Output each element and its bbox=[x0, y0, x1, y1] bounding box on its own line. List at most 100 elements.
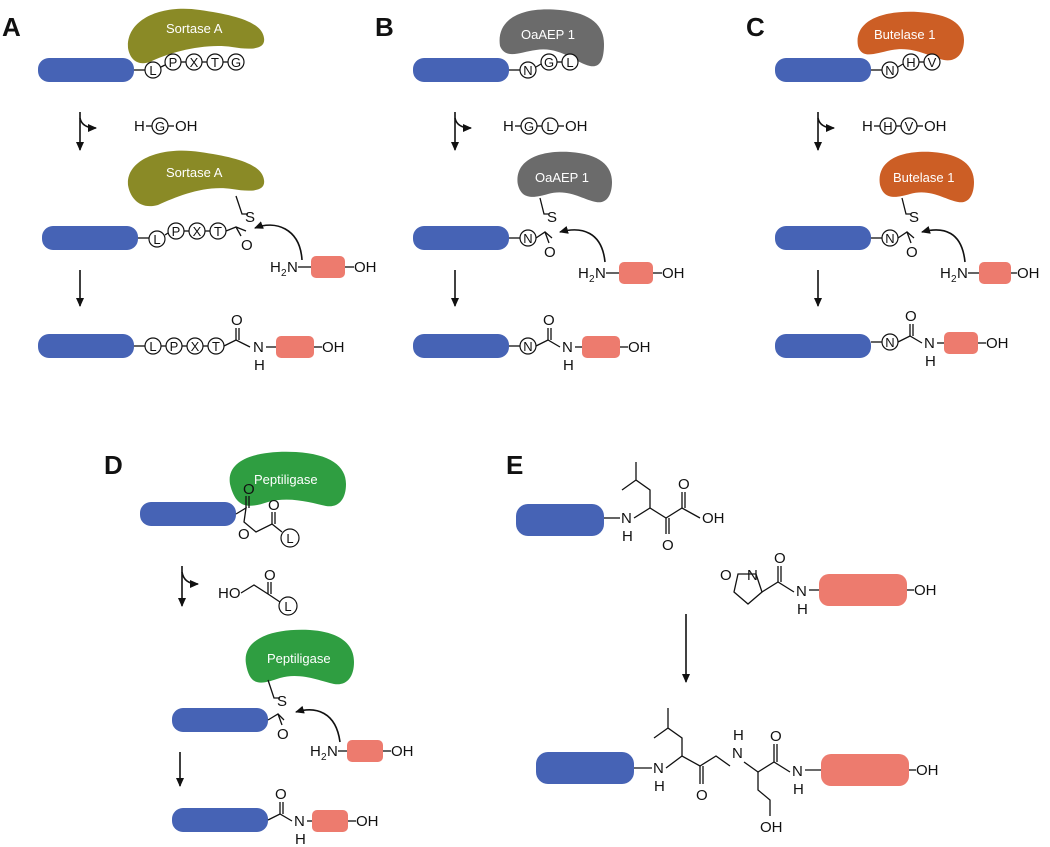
panel-b: B OaAEP 1 N G L H G L OH OaAEP 1 S N O H bbox=[375, 9, 685, 374]
o-label: O bbox=[720, 567, 732, 584]
enzyme-shape bbox=[229, 451, 346, 507]
leaving-group: H G OH bbox=[134, 117, 198, 135]
enzyme-shape bbox=[245, 629, 354, 685]
subscript-2: 2 bbox=[281, 268, 287, 279]
enzyme-label: Butelase 1 bbox=[893, 170, 954, 185]
oh-label: OH bbox=[924, 118, 947, 135]
enzyme-shape bbox=[499, 9, 604, 67]
o-label: O bbox=[696, 787, 708, 804]
o-label: O bbox=[905, 308, 917, 325]
oh-label: OH bbox=[175, 118, 198, 135]
residue-circle bbox=[278, 596, 298, 616]
oh-label: OH bbox=[356, 813, 379, 830]
residue-label: L bbox=[566, 55, 573, 70]
o-label: O bbox=[662, 537, 674, 554]
nh-label: N bbox=[792, 763, 803, 780]
nh-label: N bbox=[294, 813, 305, 830]
protein-salmon bbox=[944, 332, 978, 354]
n-label: N bbox=[957, 265, 968, 282]
protein-salmon bbox=[821, 754, 909, 786]
attack-arrow bbox=[559, 226, 606, 263]
residue-label: T bbox=[214, 224, 222, 239]
attack-arrow bbox=[295, 705, 341, 743]
oh-label: OH bbox=[565, 118, 588, 135]
oh-label: OH bbox=[354, 259, 377, 276]
amine-nucleophile: H 2 N OH bbox=[310, 740, 414, 763]
panel-a: A Sortase A L P X T G H G OH Sortase A S bbox=[2, 8, 377, 374]
h-label: H bbox=[270, 259, 281, 276]
o-label: O bbox=[243, 481, 255, 498]
oh-label: OH bbox=[986, 335, 1009, 352]
residue-circle bbox=[148, 230, 166, 248]
o-label: O bbox=[277, 726, 289, 743]
residue-label: N bbox=[523, 231, 532, 246]
protein-salmon bbox=[582, 336, 620, 358]
protein-blue bbox=[775, 334, 871, 358]
protein-blue bbox=[413, 226, 509, 250]
protein-blue bbox=[413, 334, 509, 358]
o-label: O bbox=[770, 728, 782, 745]
oh-label: OH bbox=[628, 339, 651, 356]
attack-arrow bbox=[921, 226, 966, 263]
oh-label: OH bbox=[760, 819, 783, 836]
enzyme-label: Peptiligase bbox=[267, 651, 331, 666]
residue-label: P bbox=[172, 224, 181, 239]
leaving-group: HO O L bbox=[218, 567, 298, 616]
panel-letter: D bbox=[104, 450, 123, 480]
n-label: N bbox=[595, 265, 606, 282]
residue-label: T bbox=[211, 55, 219, 70]
nh-label: N bbox=[653, 760, 664, 777]
n-label: N bbox=[747, 567, 758, 584]
o-label: O bbox=[678, 476, 690, 493]
residue-label: H bbox=[906, 55, 915, 70]
bond bbox=[235, 195, 248, 215]
residue-label: H bbox=[883, 119, 892, 134]
enzyme-shape bbox=[127, 150, 265, 207]
enzyme-label: Butelase 1 bbox=[874, 27, 935, 42]
residue-label: N bbox=[523, 339, 532, 354]
residue-label: N bbox=[523, 63, 532, 78]
panel-letter: A bbox=[2, 12, 21, 42]
h-label: H bbox=[295, 831, 306, 847]
residue-label: L bbox=[546, 119, 553, 134]
nh-label: N bbox=[796, 583, 807, 600]
panel-d: D Peptiligase O O O L HO O L Peptiligase… bbox=[104, 450, 414, 847]
protein-salmon bbox=[819, 574, 907, 606]
residue-label: G bbox=[155, 119, 165, 134]
protein-blue bbox=[38, 58, 134, 82]
h-label: H bbox=[254, 357, 265, 374]
protein-blue bbox=[516, 504, 604, 536]
o-label: O bbox=[544, 244, 556, 261]
protein-blue bbox=[536, 752, 634, 784]
protein-blue bbox=[42, 226, 138, 250]
panel-letter: C bbox=[746, 12, 765, 42]
enzyme-shape bbox=[517, 151, 612, 203]
oh-label: OH bbox=[914, 582, 937, 599]
h-label: H bbox=[733, 727, 744, 744]
nh-label: N bbox=[621, 510, 632, 527]
n-label: N bbox=[327, 743, 338, 760]
o-label: O bbox=[774, 550, 786, 567]
h-label: H bbox=[925, 353, 936, 370]
residue-label: X bbox=[193, 224, 202, 239]
oh-label: OH bbox=[391, 743, 414, 760]
oh-label: OH bbox=[702, 510, 725, 527]
o-label: O bbox=[231, 312, 243, 329]
o-label: O bbox=[264, 567, 276, 584]
leaving-group: H G L OH bbox=[503, 117, 588, 135]
enzyme-shape bbox=[879, 151, 974, 203]
residue-circle bbox=[519, 61, 537, 79]
o-label: O bbox=[543, 312, 555, 329]
thioester-residues: L P X T bbox=[148, 222, 227, 248]
h-label: H bbox=[563, 357, 574, 374]
residue-label: P bbox=[170, 339, 179, 354]
residue-circle bbox=[881, 61, 899, 79]
protein-salmon bbox=[311, 256, 345, 278]
o-label: O bbox=[241, 237, 253, 254]
oh-label: OH bbox=[916, 762, 939, 779]
protein-salmon bbox=[619, 262, 653, 284]
h-label: H bbox=[940, 265, 951, 282]
residue-label: L bbox=[284, 599, 291, 614]
residue-label: L bbox=[286, 531, 293, 546]
